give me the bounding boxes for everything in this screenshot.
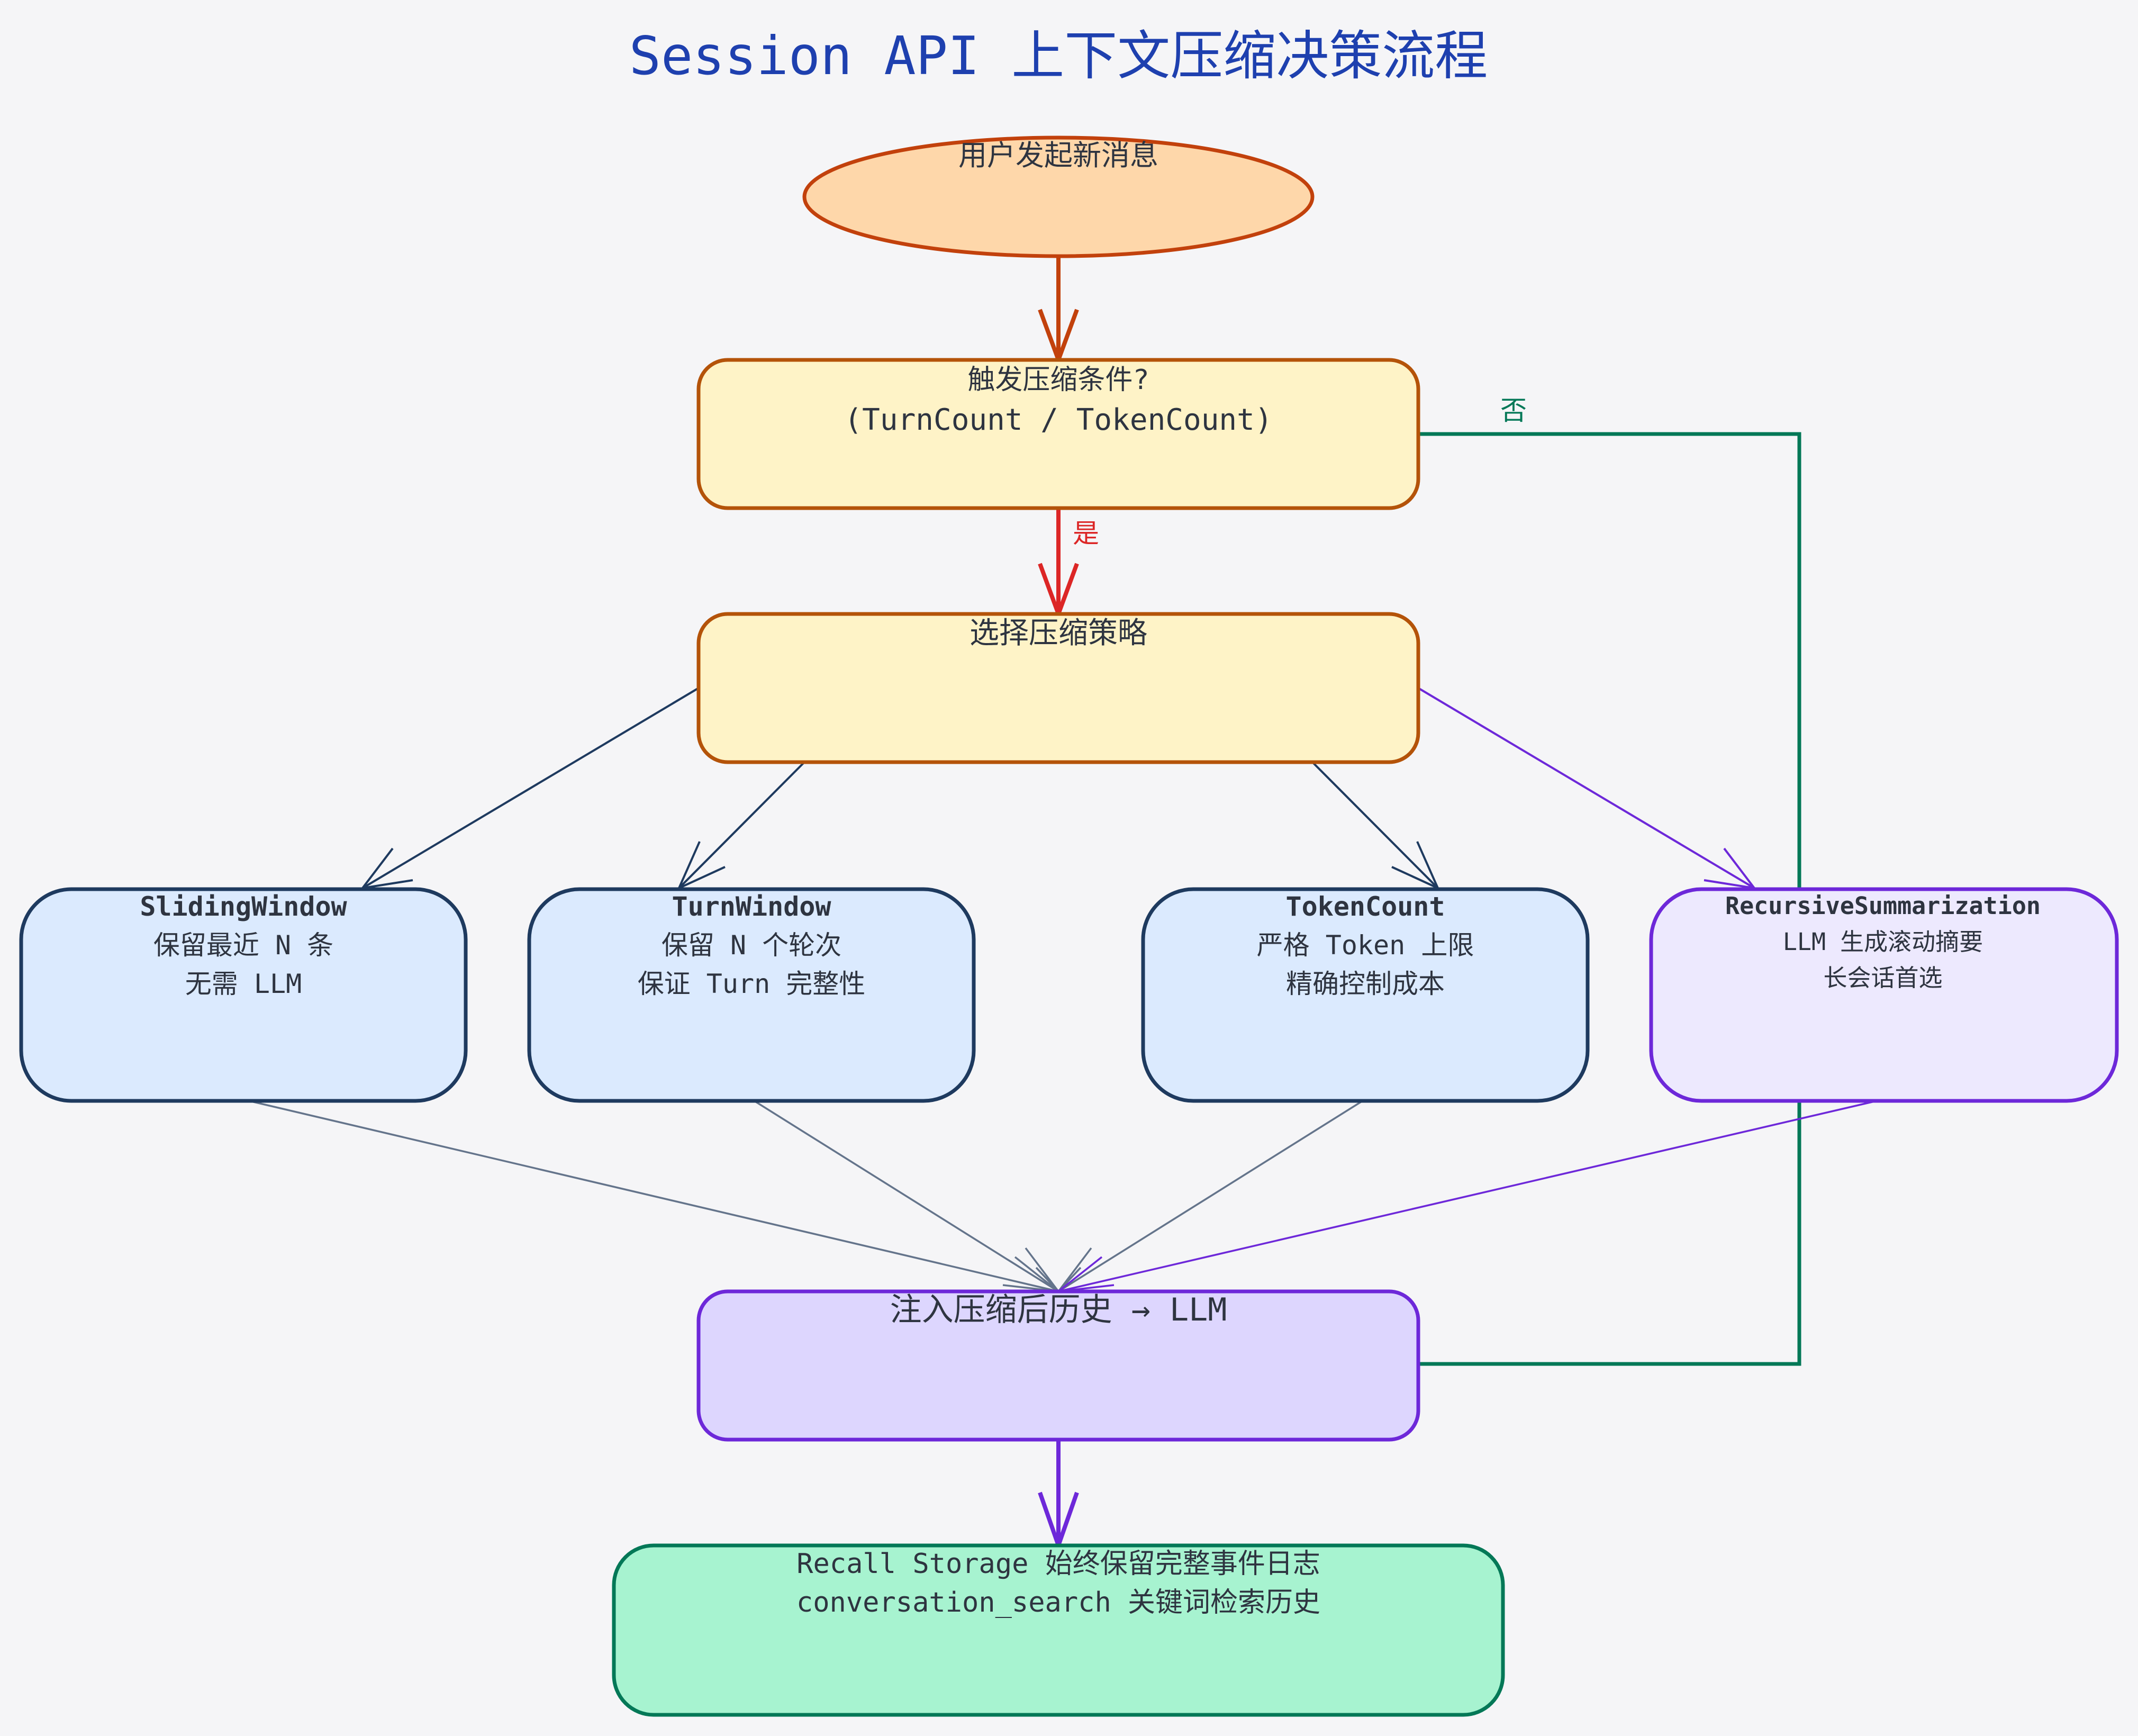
recall-storage-line1: Recall Storage 始终保留完整事件日志: [796, 1548, 1320, 1580]
recall-storage-node: Recall Storage 始终保留完整事件日志 conversation_s…: [612, 1543, 1505, 1717]
diagram-title: Session API 上下文压缩决策流程: [629, 25, 1488, 87]
start-node: 用户发起新消息: [802, 135, 1315, 258]
edge-select-to-recursive: [1417, 687, 1757, 890]
edge-recursive-to-inject: [1055, 1099, 1882, 1293]
edge-select-to-turn: [677, 761, 805, 891]
select-strategy-label: 选择压缩策略: [970, 616, 1147, 650]
edge-inject-to-recall: [1038, 1440, 1079, 1552]
turn-window-line2: 保证 Turn 完整性: [638, 969, 866, 999]
sliding-window-node: SlidingWindow 保留最近 N 条 无需 LLM: [19, 887, 468, 1103]
sliding-window-line1: 保留最近 N 条: [153, 930, 333, 961]
sliding-window-line2: 无需 LLM: [185, 969, 302, 999]
recursive-summarization-node: RecursiveSummarization LLM 生成滚动摘要 长会话首选: [1649, 887, 2119, 1103]
turn-window-name: TurnWindow: [672, 891, 831, 922]
token-count-line1: 严格 Token 上限: [1257, 930, 1474, 961]
recall-storage-line2: conversation_search 关键词检索历史: [796, 1587, 1320, 1619]
recursive-summarization-name: RecursiveSummarization: [1725, 892, 2041, 920]
select-strategy-node: 选择压缩策略: [696, 612, 1420, 764]
sliding-window-name: SlidingWindow: [140, 891, 347, 922]
recursive-summarization-line1: LLM 生成滚动摘要: [1783, 928, 1983, 956]
edge-no-label: 否: [1500, 395, 1527, 426]
inject-history-node: 注入压缩后历史 → LLM: [696, 1289, 1420, 1442]
inject-history-label: 注入压缩后历史 → LLM: [890, 1291, 1227, 1328]
edge-trigger-to-select-yes: [1038, 508, 1079, 620]
edge-start-to-trigger: [1038, 257, 1079, 366]
token-count-line2: 精确控制成本: [1286, 969, 1445, 999]
token-count-node: TokenCount 严格 Token 上限 精确控制成本: [1141, 887, 1590, 1103]
edge-sliding-to-inject: [244, 1099, 1062, 1293]
edge-token-to-inject: [1057, 1099, 1365, 1292]
edge-turn-to-inject: [752, 1099, 1059, 1292]
turn-window-line1: 保留 N 个轮次: [662, 930, 841, 961]
edge-yes-label: 是: [1073, 518, 1099, 549]
turn-window-node: TurnWindow 保留 N 个轮次 保证 Turn 完整性: [527, 887, 976, 1103]
token-count-name: TokenCount: [1285, 891, 1445, 922]
trigger-condition-line1: 触发压缩条件?: [967, 364, 1149, 396]
trigger-condition-line2: (TurnCount / TokenCount): [844, 403, 1272, 437]
trigger-condition-node: 触发压缩条件? (TurnCount / TokenCount): [696, 358, 1420, 510]
recursive-summarization-line2: 长会话首选: [1823, 964, 1942, 992]
edge-select-to-sliding: [360, 687, 700, 890]
start-label: 用户发起新消息: [958, 139, 1158, 172]
edge-select-to-token: [1311, 761, 1440, 891]
